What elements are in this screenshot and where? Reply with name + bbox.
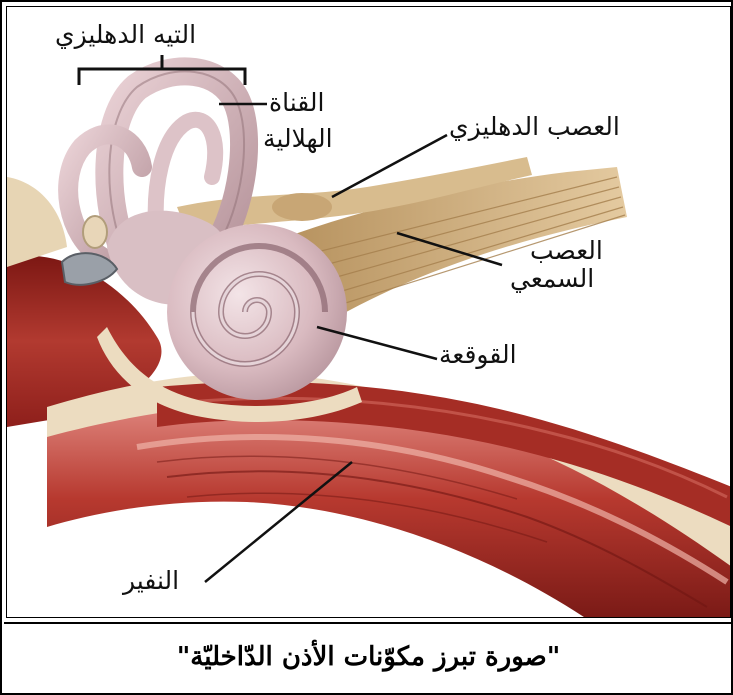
label-semicircular-canal-line1: القناة <box>269 89 324 117</box>
inner-ear-illustration <box>7 7 731 618</box>
bone-left <box>7 177 67 267</box>
caption-divider <box>4 622 733 624</box>
label-auditory-nerve-line1: العصب <box>530 237 603 265</box>
label-cochlea: القوقعة <box>439 341 517 369</box>
label-eustachian-tube: النفير <box>123 567 179 595</box>
label-vestibular-labyrinth: التيه الدهليزي <box>55 21 196 49</box>
figure-caption: "صورة تبرز مكوّنات الأذن الدّاخليّة" <box>2 632 733 682</box>
illustration-panel: التيه الدهليزي القناة الهلالية العصب الد… <box>6 6 731 618</box>
label-semicircular-canal-line2: الهلالية <box>263 125 333 153</box>
label-auditory-nerve-line2: السمعي <box>510 265 594 293</box>
cochlea <box>167 224 347 400</box>
label-vestibular-nerve: العصب الدهليزي <box>449 113 620 141</box>
